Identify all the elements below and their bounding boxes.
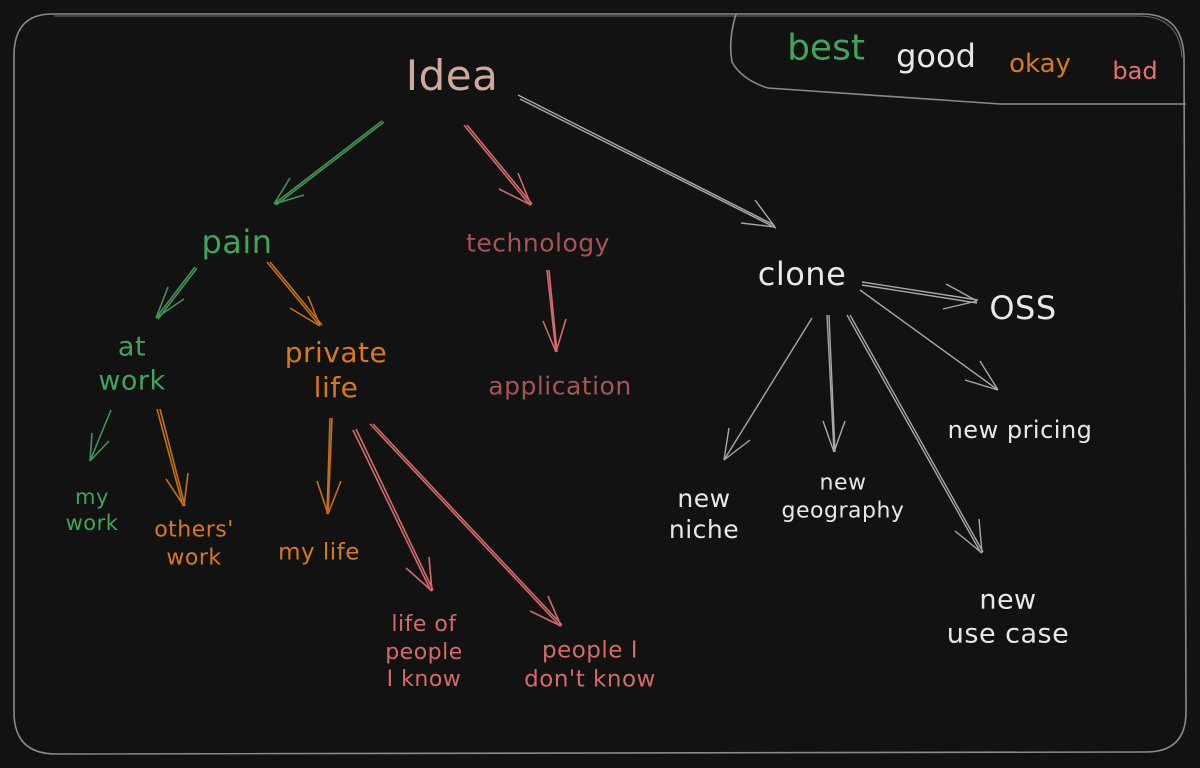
edge-atwork-mywork (89, 409, 112, 462)
legend-good: good (896, 37, 976, 75)
node-pain: pain (201, 223, 273, 261)
legend-best: best (787, 27, 865, 69)
edge-clone-newusecase (846, 314, 984, 554)
node-people-i-dont-know: people I don't know (524, 637, 656, 692)
edge-idea-technology (463, 124, 533, 206)
edge-clone-newniche (723, 317, 813, 461)
node-idea: Idea (405, 50, 499, 100)
node-technology: technology (466, 228, 610, 258)
legend-okay: okay (1009, 49, 1071, 79)
edge-idea-pain (273, 120, 385, 206)
outer-frame-inner-stroke (54, 15, 1183, 59)
node-new-geography: new geography (781, 470, 905, 524)
outer-frame (13, 13, 1187, 755)
legend-frame (729, 13, 1186, 105)
edge-privatelife-peopleidontknow (369, 423, 563, 627)
edge-clone-oss (861, 281, 979, 310)
edge-pain-privatelife (266, 261, 323, 327)
edge-idea-clone (517, 94, 777, 229)
node-life-of-people-i-know: life of people I know (385, 611, 463, 692)
node-my-life: my life (278, 539, 360, 566)
node-new-use-case: new use case (946, 584, 1070, 649)
node-new-niche: new niche (668, 483, 740, 544)
node-clone: clone (757, 255, 847, 293)
node-my-work: my work (65, 484, 119, 535)
node-oss: OSS (989, 289, 1057, 327)
legend-bad: bad (1112, 57, 1158, 85)
edge-atwork-otherswork (156, 408, 189, 507)
node-application: application (488, 371, 632, 401)
edge-pain-atwork (155, 266, 198, 320)
edge-clone-newpricing (859, 289, 999, 391)
edge-privatelife-lifeofpeople (352, 428, 434, 592)
node-new-pricing: new pricing (947, 416, 1093, 444)
node-others-work: others' work (154, 517, 234, 571)
edge-privatelife-mylife (316, 417, 342, 515)
edge-technology-application (542, 269, 567, 353)
node-private-life: private life (284, 336, 388, 404)
edge-clone-newgeography (822, 314, 846, 453)
node-at-work: at work (98, 331, 166, 396)
